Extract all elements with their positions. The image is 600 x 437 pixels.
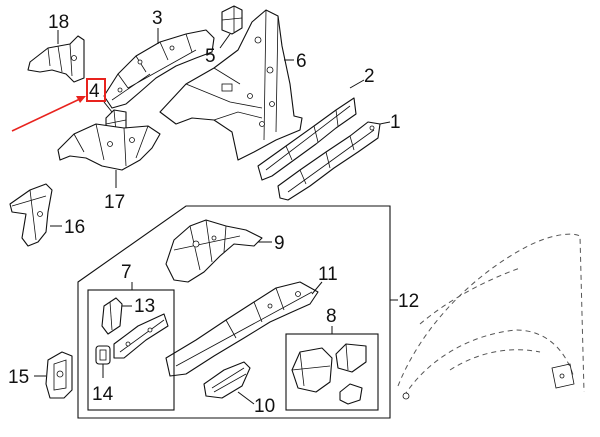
leader-4: [103, 101, 113, 113]
callout-13: 13: [134, 296, 155, 317]
part-2-side-rail[interactable]: [257, 97, 357, 181]
part-8-outer-bracket[interactable]: [335, 343, 367, 373]
callout-6: 6: [296, 51, 307, 72]
part-6-hinge-pillar[interactable]: [159, 9, 303, 161]
callout-15: 15: [8, 367, 29, 388]
callout-12: 7: [121, 262, 132, 283]
part-15-bracket[interactable]: [45, 351, 73, 399]
callout-18: 18: [48, 12, 69, 33]
fender-outline: [397, 233, 585, 400]
part-13-bracket[interactable]: [101, 297, 123, 335]
callout-3: 3: [152, 8, 163, 29]
leader-5: [219, 33, 231, 49]
part-1-rail-extension[interactable]: [277, 121, 381, 201]
part-17-wheelhouse[interactable]: [57, 123, 161, 171]
part-3-upper-rail[interactable]: [103, 29, 215, 109]
part-16-bracket[interactable]: [9, 183, 53, 247]
part-8-inner-bracket[interactable]: [291, 347, 333, 393]
part-8-clip[interactable]: [339, 383, 363, 405]
part-14-clip[interactable]: [95, 345, 111, 365]
leader-10: [237, 391, 255, 405]
leader-1: [379, 121, 391, 125]
part-11-frame-rail[interactable]: [165, 281, 319, 377]
leader-11: [311, 281, 323, 295]
part-10-lower-plate[interactable]: [203, 361, 251, 399]
callout-17: 17: [104, 192, 125, 213]
part-18-bracket[interactable]: [27, 35, 85, 83]
callout-7: 12: [398, 291, 419, 312]
part-5-bracket[interactable]: [221, 5, 243, 35]
assembly-7-frame: [77, 205, 391, 419]
callout-16: 16: [64, 217, 85, 238]
highlight-box-4: [86, 78, 106, 102]
highlight-arrow: [11, 96, 86, 132]
callout-9: 9: [274, 233, 285, 254]
callout-4: 4: [89, 81, 100, 102]
callout-11: 11: [318, 264, 338, 285]
callout-10: 10: [254, 396, 275, 417]
callout-14: 14: [92, 384, 114, 405]
callout-1: 1: [390, 112, 401, 133]
part-9-shock-tower[interactable]: [165, 219, 263, 283]
callout-2: 2: [364, 66, 375, 87]
sub-assembly-12-frame: [87, 289, 175, 411]
callout-8: 8: [326, 306, 337, 327]
leader-2: [349, 79, 365, 89]
part-12-reinforcement[interactable]: [113, 313, 169, 359]
callout-5: 5: [205, 46, 216, 67]
